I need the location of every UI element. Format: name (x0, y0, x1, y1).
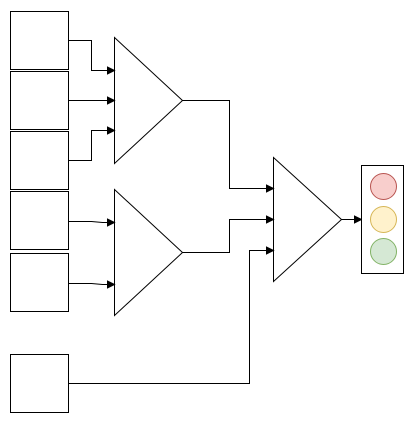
wire-input-5 (68, 283, 109, 285)
input-box-6 (10, 354, 69, 413)
combiner-top-triangle (114, 36, 184, 165)
arrowhead-main-out (354, 215, 363, 224)
arrowhead-input-5 (107, 280, 116, 289)
wire-input-1 (68, 40, 109, 71)
arrowhead-input-3 (107, 126, 116, 135)
wire-input-3 (68, 130, 109, 161)
traffic-light-yellow-lamp (370, 206, 397, 233)
input-box-5 (10, 253, 69, 312)
traffic-light-green-lamp (370, 238, 397, 265)
combiner-main-triangle (273, 156, 343, 283)
wire-input-6 (68, 250, 268, 384)
wire-combiner-top-out (182, 100, 268, 189)
wire-combiner-bottom-out (182, 219, 268, 253)
traffic-light (361, 165, 404, 274)
arrowhead-input-1 (107, 66, 116, 75)
input-box-3 (10, 131, 69, 190)
arrowhead-input-4 (107, 218, 116, 227)
input-box-2 (10, 71, 69, 130)
input-box-4 (10, 191, 69, 250)
wire-input-4 (68, 221, 109, 223)
wires-main-group (68, 100, 363, 384)
arrowhead-combiner-bottom (266, 215, 275, 224)
combiner-bottom-triangle (114, 188, 184, 317)
arrowhead-input-2 (107, 96, 116, 105)
input-box-1 (10, 11, 69, 70)
arrowhead-combiner-top (266, 184, 275, 193)
wires-top-group (68, 40, 116, 161)
arrowhead-input-6 (266, 246, 275, 255)
traffic-light-red-lamp (370, 173, 397, 200)
wires-bottom-group (68, 218, 116, 289)
